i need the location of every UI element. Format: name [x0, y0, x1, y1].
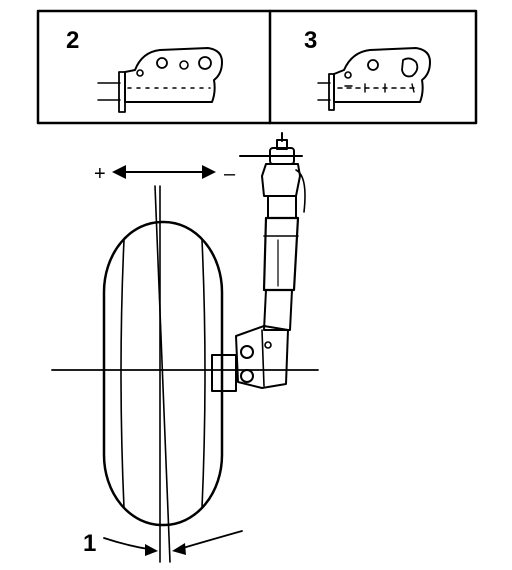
inset-panel-3: 3 — [304, 27, 431, 111]
bracket-standard — [97, 47, 223, 113]
panel-label-2: 2 — [66, 27, 79, 54]
plus-sign: + — [94, 163, 106, 185]
adjustment-arrow: + – — [94, 163, 236, 185]
strut-assembly — [211, 132, 306, 392]
wheel-centerline — [154, 185, 171, 563]
callout-1: 1 — [83, 530, 96, 557]
panel-label-3: 3 — [304, 27, 317, 54]
camber-angle-callout: 1 — [83, 530, 243, 557]
inset-panel-2: 2 — [66, 27, 223, 113]
inset-frame — [36, 9, 478, 125]
minus-sign: – — [224, 163, 236, 185]
bracket-adjusted — [317, 47, 431, 111]
wheel — [51, 185, 319, 563]
